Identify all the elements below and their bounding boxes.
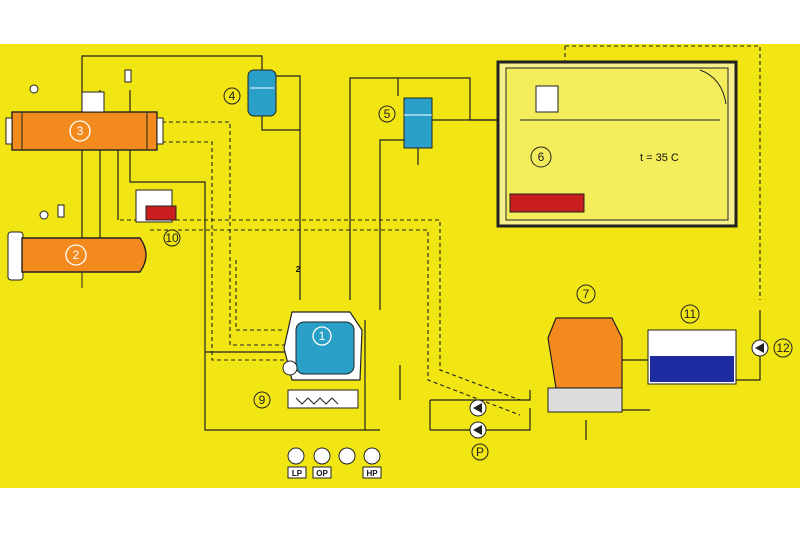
label-2: 2 <box>73 248 80 262</box>
label-11: 11 <box>684 307 697 321</box>
room-6: 6 t = 35 C <box>496 60 738 228</box>
vessel-2: 2 <box>7 231 147 288</box>
pump-12: 12 <box>751 338 793 358</box>
vessel-3: 3 <box>5 91 164 151</box>
base-9: 9 <box>253 389 359 409</box>
label-4: 4 <box>229 89 236 103</box>
dashed-pipes <box>120 45 761 416</box>
pipe-mark: 2 <box>296 265 301 274</box>
unit-5: 5 <box>378 97 433 149</box>
gauge-hp: HP <box>366 469 378 478</box>
gauge-op: OP <box>316 469 328 478</box>
label-7: 7 <box>583 287 590 301</box>
label-5: 5 <box>384 107 391 121</box>
cooling-tower-7: 7 <box>547 284 623 413</box>
label-10: 10 <box>165 231 179 245</box>
room-temperature: t = 35 C <box>640 152 679 164</box>
label-p: P <box>476 445 484 459</box>
heater-10: 10 <box>135 189 181 247</box>
gauge-lp: LP <box>292 469 303 478</box>
compressor-1: 1 2 <box>282 265 363 381</box>
label-6: 6 <box>538 150 545 164</box>
label-12: 12 <box>776 341 790 355</box>
label-3: 3 <box>77 124 84 138</box>
pumps-p: P <box>469 399 489 461</box>
label-9: 9 <box>259 393 266 407</box>
label-1: 1 <box>319 329 326 343</box>
filter-4: 4 <box>223 69 277 117</box>
bottom-gauges: LP OP HP <box>287 447 382 479</box>
tank-11: 11 <box>647 304 737 385</box>
vessel-gauges <box>29 69 132 220</box>
